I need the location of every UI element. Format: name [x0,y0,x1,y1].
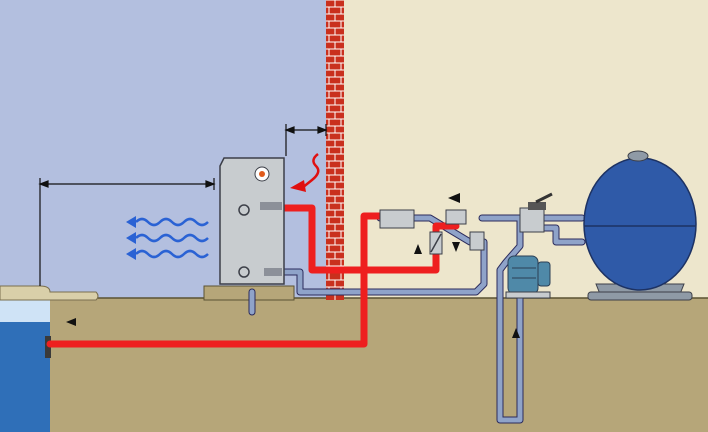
flow-arrow-cold-down [452,242,460,252]
flow-arrow-to-pool [66,318,76,326]
inline-heater [379,209,415,229]
flow-arrow-hot-up [414,244,422,254]
heat-pump-unit [219,157,285,285]
check-valve-red [429,231,443,255]
warm-air-arrow [290,153,320,192]
multiport-valve [519,192,553,233]
circulation-pump [505,255,551,299]
swimming-pool [0,285,99,432]
pool-water-surface [0,300,50,322]
cold-air-waves [126,216,209,260]
flow-arrow-bypass [448,193,460,203]
pool-water [0,318,50,432]
flow-arrows [66,193,520,338]
hot-supply-pipe [46,204,460,348]
pool-inlet-flange [45,336,51,358]
ground [0,298,708,432]
brick-wall [326,0,344,300]
pool-coping [0,285,99,301]
flow-arrow-suction-up [512,328,520,338]
check-valve-blue [469,231,485,251]
dimension-lines [38,124,328,286]
bypass-valve [445,209,467,225]
sand-filter-tank [583,150,697,301]
